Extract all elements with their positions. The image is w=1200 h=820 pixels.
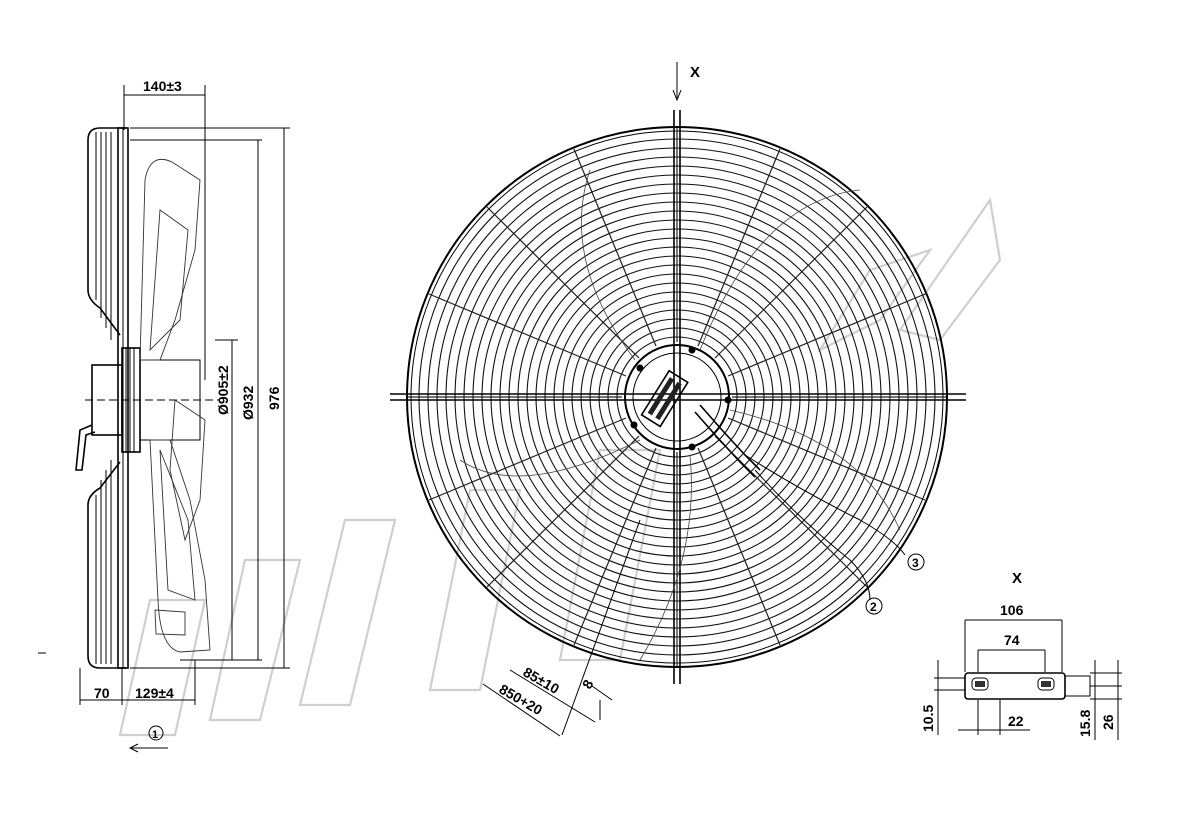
callout-3-circle	[907, 553, 925, 571]
callout-1-circle	[148, 725, 164, 741]
hub-bolt	[724, 396, 732, 404]
dim-22: 22	[1008, 713, 1024, 729]
dim-129: 129±4	[135, 685, 174, 701]
dim-106: 106	[1000, 602, 1024, 618]
dim-26: 26	[1100, 714, 1116, 730]
dim-85: 85±10	[521, 664, 563, 697]
dim-74: 74	[1004, 632, 1020, 648]
dim-70: 70	[94, 685, 110, 701]
callout-1: 1	[152, 729, 158, 741]
dim-8: 8	[579, 677, 597, 692]
side-view	[75, 127, 220, 669]
terminal-box	[640, 369, 689, 428]
detail-x	[934, 619, 1122, 740]
dim-140: 140±3	[143, 78, 182, 94]
front-view	[390, 62, 966, 737]
dim-dia-905: Ø905±2	[215, 365, 231, 415]
view-label-x: X	[690, 64, 700, 81]
hub-bolt	[636, 364, 644, 372]
hub-bolt	[688, 346, 696, 354]
grill-ribs	[408, 128, 946, 666]
dim-dia-932: Ø932	[240, 386, 256, 420]
dim-976: 976	[266, 386, 282, 410]
side-guard-wires	[95, 132, 112, 664]
hub-bolt	[630, 421, 638, 429]
callout-3: 3	[912, 556, 919, 570]
front-blades	[459, 169, 901, 661]
callout-2-circle	[865, 597, 883, 615]
detail-x-title: X	[1012, 570, 1022, 587]
dim-15-8: 15.8	[1077, 710, 1093, 737]
hub-bolt	[688, 443, 696, 451]
side-view-dimensions	[38, 85, 290, 753]
dim-10-5: 10.5	[920, 705, 936, 732]
callout-2: 2	[870, 600, 877, 614]
